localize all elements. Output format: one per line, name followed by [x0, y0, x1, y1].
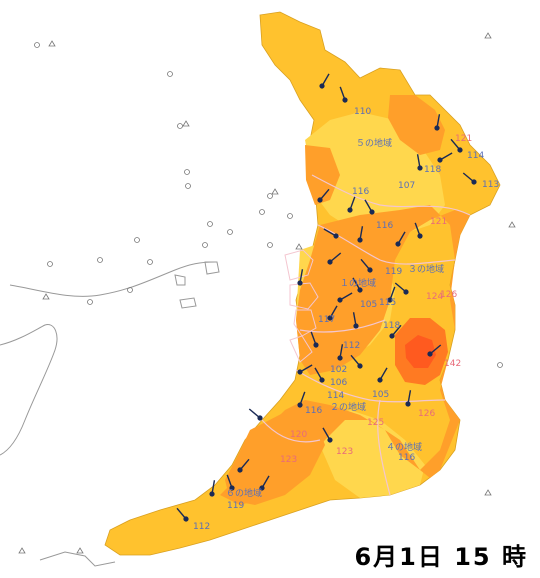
region-label: ６の地域	[226, 487, 262, 499]
wind-stations	[176, 73, 477, 522]
station-value: 120	[290, 430, 307, 440]
wind-arrow	[310, 331, 319, 348]
station-value: 119	[385, 267, 402, 277]
station-value: 112	[343, 341, 360, 351]
station-value: 116	[305, 406, 322, 416]
wind-arrow	[387, 286, 396, 303]
zone-warm-north	[388, 95, 445, 155]
wind-arrow	[360, 258, 373, 273]
station-value: 116	[398, 453, 415, 463]
station-value: 125	[367, 418, 384, 428]
zone-peak	[405, 335, 436, 368]
wind-arrow	[347, 196, 356, 213]
wind-arrow	[314, 367, 325, 383]
wind-arrow	[327, 252, 342, 265]
wind-arrow	[377, 367, 388, 383]
station-value: 105	[360, 300, 377, 310]
station-value: 115	[379, 298, 396, 308]
offshore-markers	[18, 32, 516, 554]
wind-arrow	[450, 138, 463, 153]
wind-arrow	[323, 228, 339, 239]
station-value: 116	[376, 221, 393, 231]
station-value: 106	[330, 378, 347, 388]
wind-arrow	[395, 231, 406, 247]
wind-arrow	[462, 172, 477, 185]
station-value: 123	[336, 447, 353, 457]
station-value: 114	[327, 391, 344, 401]
wind-arrow	[297, 269, 304, 286]
station-value: 121	[455, 134, 472, 144]
zone-warm-west	[305, 145, 340, 205]
wind-arrow	[319, 73, 330, 89]
station-value: 105	[372, 390, 389, 400]
wind-arrow	[437, 152, 453, 163]
station-value: 113	[482, 180, 499, 190]
city-blocks	[284, 249, 319, 363]
wind-arrow	[352, 277, 363, 293]
station-value: 102	[330, 365, 347, 375]
coastline	[0, 261, 220, 567]
wind-arrow	[322, 427, 333, 443]
station-value: 118	[383, 321, 400, 331]
station-value: 126	[418, 409, 435, 419]
wind-arrow	[297, 391, 306, 408]
region-labels: ５の地域 ３の地域 １の地域 ２の地域 ４の地域 ６の地域	[226, 137, 444, 499]
wind-arrow	[237, 458, 250, 473]
region-label: ２の地域	[330, 401, 366, 413]
wind-arrow	[414, 222, 423, 239]
wind-arrow	[352, 312, 359, 329]
station-value: 110	[354, 107, 371, 117]
wind-arrow	[416, 154, 423, 171]
station-value: 117	[318, 315, 335, 325]
wind-arrow	[389, 324, 402, 339]
wind-arrow	[337, 344, 344, 361]
wind-arrow	[317, 188, 330, 203]
wind-arrow	[434, 114, 441, 131]
wind-arrow	[176, 507, 189, 522]
wind-arrow	[226, 474, 235, 491]
wind-arrow	[259, 475, 270, 491]
wind-arrow	[405, 390, 412, 407]
zone-warm-southwest	[225, 412, 325, 505]
station-value: 116	[352, 187, 369, 197]
wind-arrow	[337, 292, 353, 303]
wind-arrow	[364, 199, 375, 215]
station-value: 123	[280, 455, 297, 465]
station-value: 114	[467, 151, 484, 161]
station-value: 119	[227, 501, 244, 511]
region-label: １の地域	[340, 277, 376, 289]
wind-arrow	[350, 354, 363, 369]
wind-arrow	[339, 86, 348, 103]
wind-arrow	[427, 344, 442, 357]
wind-arrow	[357, 226, 364, 243]
zone-mid-southeast	[320, 410, 425, 498]
station-value: 118	[424, 165, 441, 175]
region-label: ３の地域	[408, 263, 444, 275]
wind-arrow	[297, 364, 313, 375]
station-value: 126	[440, 290, 457, 300]
station-value: 121	[430, 217, 447, 227]
wind-arrow	[209, 480, 216, 497]
wind-arrow	[248, 408, 263, 421]
station-value: 124	[426, 292, 443, 302]
region-label: ４の地域	[386, 441, 422, 453]
map-datetime: 6月1日 15 時	[354, 543, 528, 571]
region-label: ５の地域	[356, 137, 392, 149]
station-value: 112	[193, 522, 210, 532]
wind-arrow	[394, 282, 409, 295]
station-value: 107	[398, 181, 415, 191]
wind-arrow	[327, 305, 338, 321]
station-value: 142	[444, 359, 461, 369]
